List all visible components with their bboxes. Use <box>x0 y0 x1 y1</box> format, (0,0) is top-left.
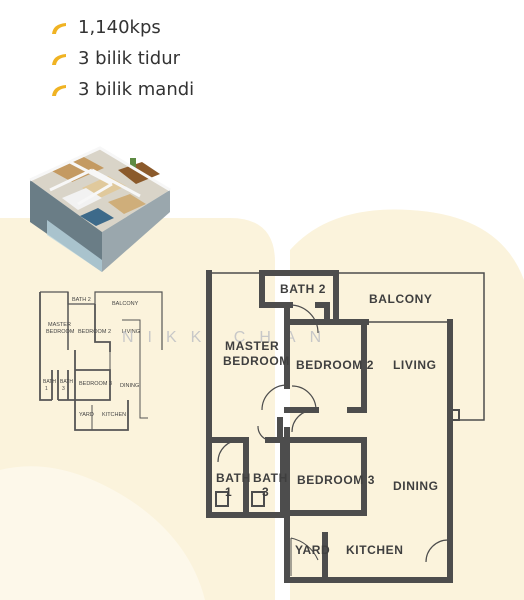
label-bath2: BATH 2 <box>280 282 326 296</box>
yard-door <box>290 537 319 576</box>
mini-label-bath3-2: 3 <box>62 386 65 392</box>
isometric-render <box>29 146 171 272</box>
mini-label-dining: DINING <box>120 383 139 389</box>
feature-size-text: 1,140kps <box>78 17 161 38</box>
mini-label-master-1: MASTER <box>48 322 71 328</box>
render-room-a <box>50 156 104 182</box>
label-bath3-line2: 3 <box>262 485 269 499</box>
mini-label-bath1-1: BATH <box>43 379 56 385</box>
wall-bath2-left <box>259 270 293 308</box>
swoosh-icon <box>52 22 66 34</box>
mini-label-bedroom2: BEDROOM 2 <box>78 329 111 335</box>
label-bath1-line2: 1 <box>225 485 232 499</box>
mini-floor-plan <box>39 291 163 431</box>
feature-bathrooms: 3 bilik mandi <box>50 74 194 105</box>
label-bedroom2: BEDROOM 2 <box>296 358 374 372</box>
label-bedroom3: BEDROOM 3 <box>297 473 375 487</box>
bath3-fixture <box>251 491 265 507</box>
render-room-e <box>108 194 146 214</box>
label-living: LIVING <box>393 358 437 372</box>
render-balcony-glass <box>47 220 102 272</box>
door-bedroom3 <box>291 409 315 433</box>
watermark-text: NIKK CHAN <box>122 329 335 346</box>
label-kitchen: KITCHEN <box>346 543 404 557</box>
label-dining: DINING <box>393 479 439 493</box>
living-pillar <box>449 409 460 421</box>
label-master-line2: BEDROOM <box>223 354 290 368</box>
wall-bed2-east <box>347 319 367 413</box>
mini-label-master-2: BEDROOM <box>46 329 75 335</box>
feature-bedrooms: 3 bilik tidur <box>50 43 194 74</box>
label-bath3-line1: BATH <box>253 471 288 485</box>
render-room-f <box>80 208 114 226</box>
feature-size: 1,140kps <box>50 12 194 43</box>
swoosh-icon <box>52 84 66 96</box>
mini-label-bedroom3: BEDROOM 3 <box>79 381 112 387</box>
door-kitchen <box>425 539 449 563</box>
mini-label-bath2: BATH 2 <box>72 297 91 303</box>
feature-bathrooms-text: 3 bilik mandi <box>78 79 195 100</box>
wall-bed3 <box>284 437 367 516</box>
balcony-rail <box>336 272 485 421</box>
background-shape-right <box>290 209 524 600</box>
label-master-line1: MASTER <box>225 339 279 353</box>
main-floor-plan <box>206 270 485 583</box>
render-walls <box>29 146 171 206</box>
mini-label-yard: YARD <box>79 412 94 418</box>
mini-label-bath3-1: BATH <box>60 379 73 385</box>
label-bath1-line1: BATH <box>216 471 251 485</box>
mini-label-bath1-2: 1 <box>45 386 48 392</box>
door-bath1 <box>217 439 241 463</box>
bath1-fixture <box>215 491 229 507</box>
door-bedroom2 <box>291 385 317 411</box>
label-balcony: BALCONY <box>369 292 433 306</box>
render-room-d <box>62 188 102 210</box>
swoosh-icon <box>52 53 66 65</box>
feature-bedrooms-text: 3 bilik tidur <box>78 48 181 69</box>
wall-bath-dividers <box>243 437 286 518</box>
door-master <box>261 384 288 411</box>
render-plant <box>130 158 136 168</box>
mini-label-living: LIVING <box>122 329 140 335</box>
mini-label-balcony: BALCONY <box>112 301 139 307</box>
wall-bath2-top <box>259 270 339 325</box>
door-bath2 <box>289 304 319 334</box>
feature-list: 1,140kps 3 bilik tidur 3 bilik mandi <box>50 12 194 105</box>
background-shape-bottom <box>0 466 205 600</box>
mini-label-kitchen: KITCHEN <box>102 412 126 418</box>
mini-plan-labels: BATH 2 BALCONY MASTER BEDROOM BEDROOM 2 … <box>43 297 140 418</box>
render-side-right <box>102 190 170 272</box>
door-bath3 <box>257 425 269 441</box>
label-yard: YARD <box>295 543 330 557</box>
wall-bath2-right <box>315 302 330 325</box>
main-plan-labels: BATH 2 BALCONY MASTER BEDROOM BEDROOM 2 … <box>216 282 439 557</box>
